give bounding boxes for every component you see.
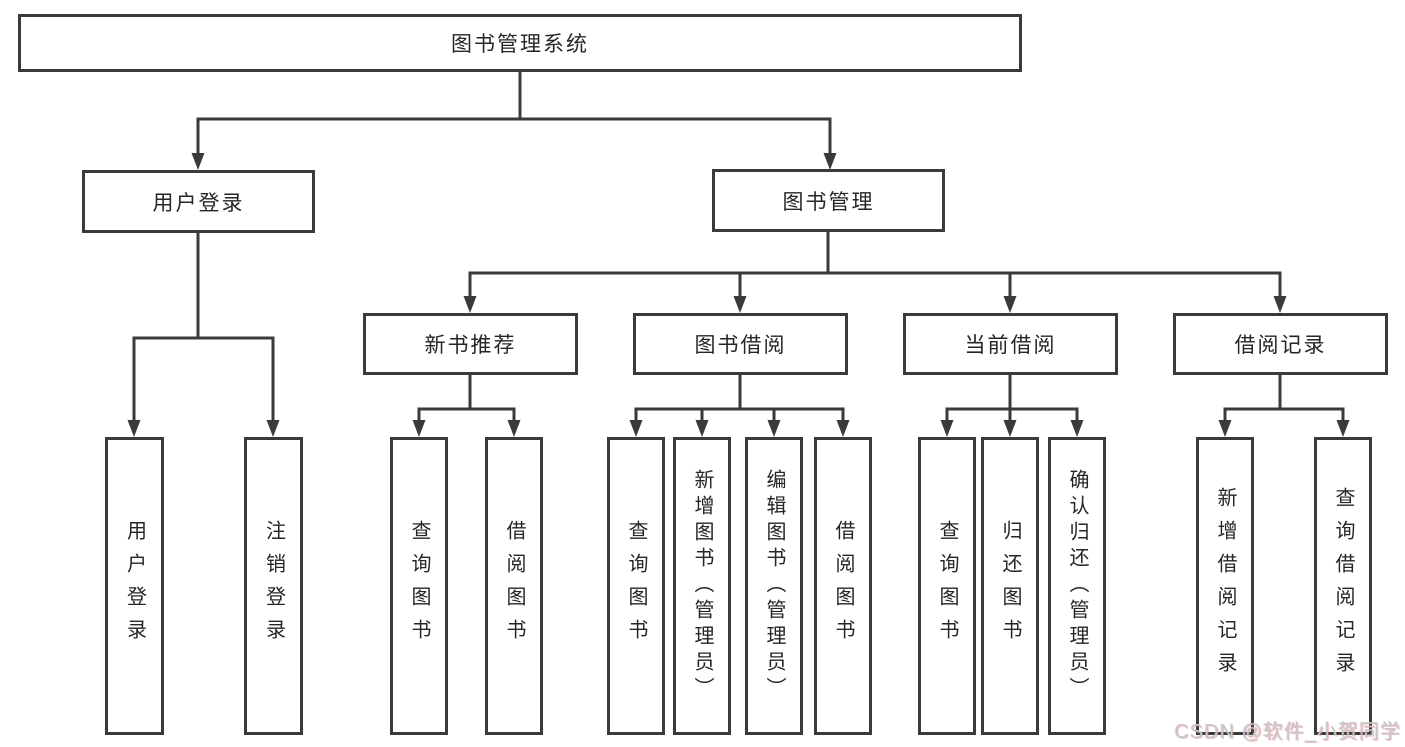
node-new-book-rec: 新书推荐: [363, 313, 578, 375]
node-root-system: 图书管理系统: [18, 14, 1022, 72]
leaf-logout: 注销登录: [244, 437, 303, 735]
leaf-query-book-current: 查询图书: [918, 437, 976, 735]
connector-book-borrow-split: [629, 375, 850, 437]
leaf-query-book-rec: 查询图书: [390, 437, 448, 735]
node-borrow-record: 借阅记录: [1173, 313, 1388, 375]
leaf-user-login: 用户登录: [105, 437, 164, 735]
connector-book-mgmt-split: [463, 232, 1287, 313]
connector-user-login-split: [127, 233, 280, 437]
node-book-mgmt: 图书管理: [712, 169, 945, 232]
watermark: CSDN @软件_小贺同学: [1174, 721, 1401, 743]
leaf-add-book-admin: 新增图书（管理员）: [673, 437, 731, 735]
leaf-borrow-book-rec: 借阅图书: [485, 437, 543, 735]
leaf-query-borrow-record: 查询借阅记录: [1314, 437, 1372, 735]
node-current-borrow: 当前借阅: [903, 313, 1118, 375]
node-book-borrow: 图书借阅: [633, 313, 848, 375]
node-user-login: 用户登录: [82, 170, 315, 233]
connector-new-book-split: [412, 375, 521, 437]
leaf-confirm-return-admin: 确认归还（管理员）: [1048, 437, 1106, 735]
leaf-return-book: 归还图书: [981, 437, 1039, 735]
leaf-borrow-book-borrow: 借阅图书: [814, 437, 872, 735]
leaf-edit-book-admin: 编辑图书（管理员）: [745, 437, 803, 735]
connector-borrow-record-split: [1218, 375, 1350, 437]
leaf-query-book-borrow: 查询图书: [607, 437, 665, 735]
connector-current-borrow-split: [940, 375, 1084, 437]
connector-root-split: [191, 71, 837, 170]
leaf-add-borrow-record: 新增借阅记录: [1196, 437, 1254, 735]
